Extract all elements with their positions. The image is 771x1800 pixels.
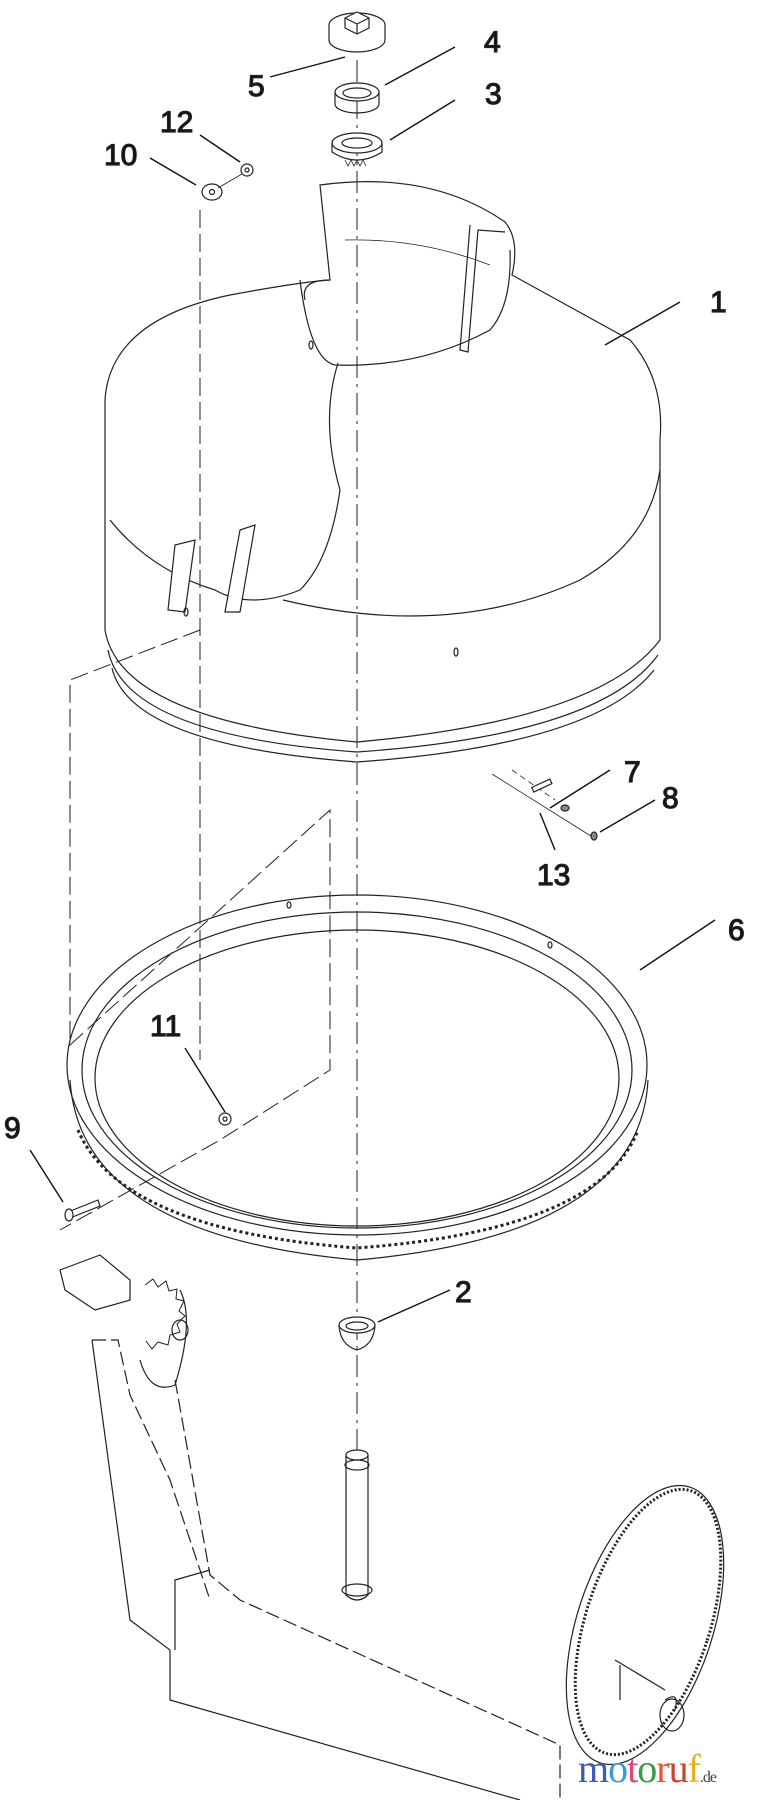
part-3-bevel-gear: [331, 132, 383, 167]
wm-letter: f: [687, 1746, 701, 1791]
callout-6: 6: [728, 914, 745, 947]
part-1-drum: [104, 181, 662, 763]
part-2-bevel-gear: [338, 1316, 376, 1351]
part-12-nut: [240, 163, 254, 177]
wm-letter: o: [608, 1746, 628, 1791]
part-4-nut: [334, 82, 380, 114]
callout-5: 5: [248, 70, 265, 103]
wm-letter: m: [578, 1746, 609, 1791]
leader-lines: [29, 46, 716, 1323]
part-9-bolt: [64, 1199, 101, 1222]
callout-13: 13: [537, 859, 570, 892]
wm-suffix: .de: [699, 1769, 717, 1786]
callout-9: 9: [4, 1112, 21, 1145]
callout-7: 7: [624, 756, 641, 789]
drive-frame-assembly: [59, 1254, 725, 1800]
callout-4: 4: [484, 26, 501, 59]
part-5-cap: [328, 11, 386, 53]
wm-letter: t: [627, 1746, 638, 1791]
callout-12: 12: [160, 106, 193, 139]
callout-11: 11: [150, 1010, 181, 1043]
callout-1: 1: [710, 286, 727, 319]
callout-8: 8: [662, 782, 679, 815]
part-6-ring-gear: [66, 894, 649, 1261]
wm-letter: r: [656, 1746, 669, 1791]
wm-letter: u: [668, 1746, 689, 1791]
watermark-logo: motoruf.de: [578, 1745, 717, 1792]
part-7-8-13-pins: [491, 769, 598, 841]
wm-letter: o: [637, 1746, 657, 1791]
callout-2: 2: [455, 1276, 472, 1309]
part-10-washer: [201, 183, 223, 201]
callout-3: 3: [485, 78, 502, 111]
callout-10: 10: [104, 139, 137, 172]
